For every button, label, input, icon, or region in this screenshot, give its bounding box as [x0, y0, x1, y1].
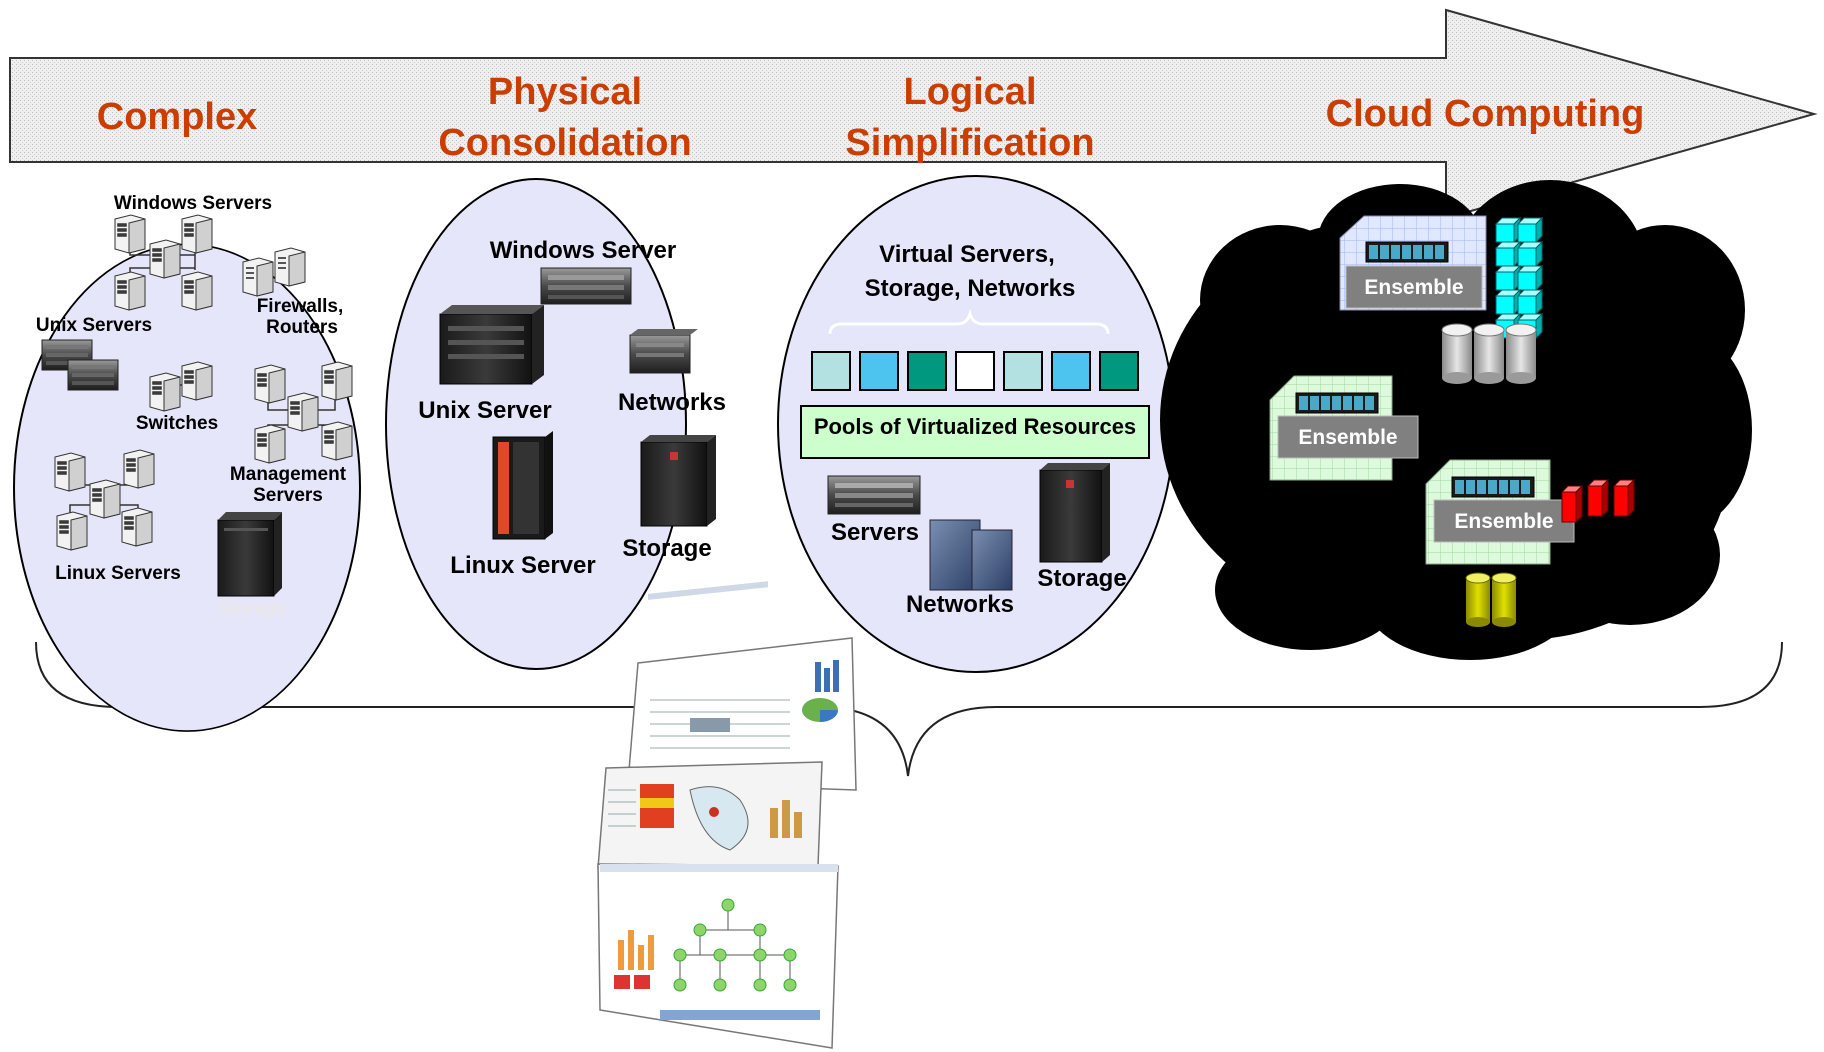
windows-server-icon	[540, 267, 632, 305]
red-cubes	[1561, 479, 1635, 523]
label-logical-networks: Networks	[906, 591, 1014, 618]
stage-complex: Complex	[97, 96, 257, 138]
stage-logical-line2: Simplification	[845, 122, 1094, 164]
cloud-group: Ensemble Ensemble	[1160, 180, 1752, 660]
switches-icons	[149, 361, 213, 412]
label-servers: Servers	[831, 519, 919, 546]
pool-square	[859, 351, 899, 391]
label-windows-servers: Windows Servers	[114, 193, 272, 214]
ensemble-3: Ensemble	[1425, 459, 1575, 565]
label-routers: Routers	[266, 317, 338, 338]
complex-group: Windows Servers Firewalls, Routers Unix …	[13, 193, 361, 732]
label-virtual-servers: Virtual Servers,	[879, 241, 1055, 268]
grey-disks	[1441, 323, 1537, 384]
label-physical-storage: Storage	[622, 535, 711, 562]
label-linux-servers: Linux Servers	[55, 563, 181, 584]
logical-storage-icon	[1039, 463, 1110, 563]
console-screen-middle	[597, 761, 823, 869]
pool-square	[955, 351, 995, 391]
logical-servers-icon	[827, 475, 921, 515]
pool-square	[1051, 351, 1091, 391]
stage-physical-line1: Physical	[488, 71, 642, 113]
label-windows-server: Windows Server	[490, 237, 677, 264]
logical-group: Virtual Servers, Storage, Networks Pools…	[777, 175, 1175, 673]
pool-squares	[811, 351, 1139, 391]
label-networks: Networks	[618, 389, 726, 416]
console-screenshots	[597, 581, 857, 1049]
evolution-arrow	[9, 8, 1818, 220]
complex-storage-icon	[217, 512, 282, 597]
label-unix-server: Unix Server	[418, 397, 551, 424]
label-management: Management	[230, 464, 347, 485]
physical-storage-icon	[640, 435, 716, 527]
ensemble-1: Ensemble	[1339, 215, 1487, 311]
pool-square	[907, 351, 947, 391]
physical-group: Windows Server Unix Server Networks	[385, 178, 726, 670]
physical-network-icon	[629, 329, 698, 374]
linux-server-icon	[492, 431, 553, 540]
ensemble-2-label-box	[1277, 415, 1419, 459]
management-servers-icons	[254, 361, 353, 464]
label-switches: Switches	[136, 413, 218, 434]
linux-servers-icons	[54, 449, 155, 551]
cyan-cubes	[1495, 217, 1543, 339]
pool-square	[1003, 351, 1043, 391]
ensemble-1-label: Ensemble	[1364, 276, 1463, 299]
console-screen-front	[597, 863, 839, 1049]
stage-logical-line1: Logical	[903, 71, 1036, 113]
ensemble-1-label-box	[1345, 265, 1483, 309]
label-unix-servers: Unix Servers	[36, 315, 152, 336]
label-firewalls: Firewalls,	[257, 296, 344, 317]
label-complex-storage: Storage	[218, 598, 285, 618]
ensemble-2: Ensemble	[1269, 375, 1419, 481]
bracket	[35, 641, 1783, 777]
logical-network-icon	[929, 519, 1013, 591]
pool-square	[811, 351, 851, 391]
stage-cloud: Cloud Computing	[1326, 93, 1645, 135]
label-storage-networks: Storage, Networks	[865, 275, 1076, 302]
label-linux-server: Linux Server	[450, 552, 595, 579]
stage-physical-line2: Consolidation	[438, 122, 691, 164]
windows-servers-icons	[114, 214, 213, 311]
unix-server-icon	[439, 305, 544, 385]
pool-box	[800, 405, 1150, 459]
yellow-disks	[1465, 572, 1517, 627]
label-pools: Pools of Virtualized Resources	[814, 414, 1136, 439]
ensemble-2-label: Ensemble	[1298, 426, 1397, 449]
label-logical-storage: Storage	[1037, 565, 1126, 592]
resource-brace	[828, 308, 1110, 335]
label-management-servers: Servers	[253, 485, 323, 506]
pool-square	[1099, 351, 1139, 391]
ensemble-3-label: Ensemble	[1454, 510, 1553, 533]
console-screen-top	[627, 581, 857, 791]
